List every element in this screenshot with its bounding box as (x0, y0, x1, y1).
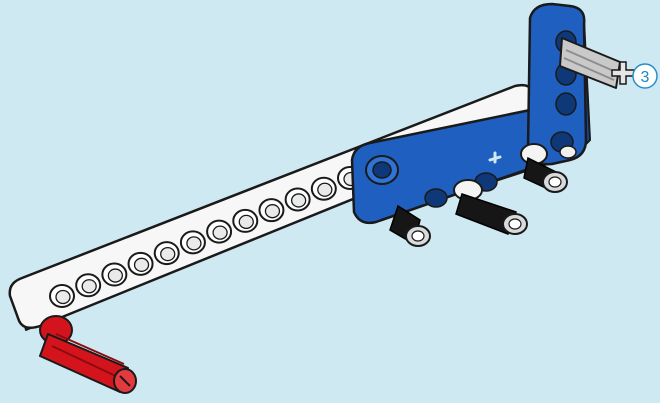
black-pins (389, 143, 568, 247)
white-liftarm-hole-inner (55, 289, 71, 305)
white-liftarm-hole-inner (264, 204, 281, 219)
blue-liftarm-end-hole-inner (372, 161, 392, 179)
black-friction-pin (389, 204, 431, 247)
red-axle-pin (39, 315, 137, 394)
axle-hole-icon (488, 151, 502, 164)
white-liftarm-hole-inner (186, 236, 202, 251)
white-liftarm-hole-inner (238, 214, 254, 230)
quantity-callout: 3 (632, 63, 658, 89)
black-friction-pin (453, 179, 528, 235)
gray-axle-groove (563, 49, 617, 81)
black-friction-pin (520, 143, 568, 193)
red-pin-groove (51, 333, 125, 379)
callout-quantity-text: 3 (641, 69, 650, 86)
white-liftarm-hole-inner (81, 279, 97, 294)
white-liftarm-hole-inner (107, 268, 124, 283)
white-liftarm-hole-inner (212, 225, 228, 240)
white-liftarm-hole-inner (133, 257, 150, 272)
blue-liftarm-side-hole (424, 188, 448, 208)
callout-circle (632, 63, 658, 89)
blue-l-liftarm (526, 2, 591, 166)
gray-axle (559, 37, 635, 89)
blue-l-liftarm-hole (555, 92, 577, 116)
white-liftarm-hole-inner (290, 193, 307, 208)
white-liftarm-hole-inner (317, 182, 333, 197)
blue-l-liftarm-end-hole (559, 145, 577, 159)
red-pin-slot (119, 375, 131, 387)
white-liftarm-hole-inner (160, 246, 176, 262)
blue-liftarm (350, 106, 573, 225)
